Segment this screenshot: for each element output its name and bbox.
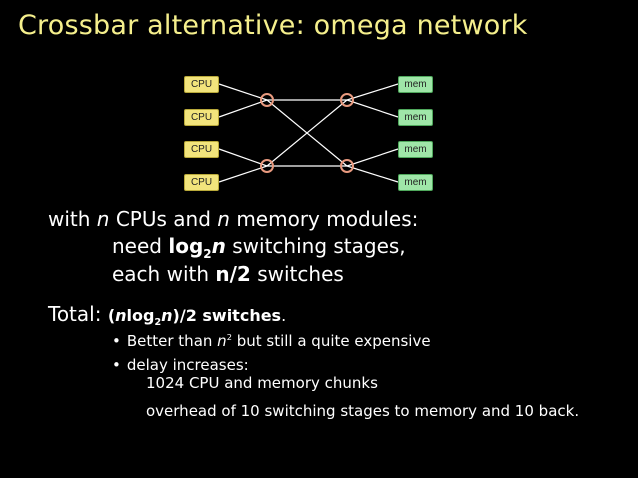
total-line: Total: (nlog2n)/2 switches. [48, 302, 287, 329]
cpu-box-2: CPU [184, 109, 219, 126]
bullet-better-than: •Better than n2 but still a quite expens… [112, 332, 431, 350]
switch-stage1-top [260, 93, 274, 107]
omega-network-diagram: CPU CPU CPU CPU mem mem mem mem [0, 0, 638, 210]
bullet-delay-increases: •delay increases: [112, 356, 249, 374]
switch-stage1-bottom [260, 159, 274, 173]
slide-title: Crossbar alternative: omega network [18, 10, 528, 41]
body-line-switches-per-stage: each with n/2 switches [112, 262, 344, 286]
network-wiring [218, 83, 399, 183]
wire-cpu3-s1b [218, 148, 268, 167]
wire-s2b-mem4 [346, 165, 399, 183]
wire-s1b-s2a [266, 99, 348, 167]
mem-box-3: mem [398, 141, 433, 158]
mem-box-2: mem [398, 109, 433, 126]
wire-s2a-mem2 [346, 99, 399, 118]
body-line-cpus-memory: with n CPUs and n memory modules: [48, 207, 419, 231]
cpu-box-1: CPU [184, 76, 219, 93]
wire-s2b-mem3 [346, 148, 399, 167]
body-line-switching-stages: need log2n switching stages, [112, 234, 406, 261]
sub-point-1024: 1024 CPU and memory chunks [146, 374, 378, 392]
wire-s2a-mem1 [346, 83, 399, 101]
wire-cpu2-s1a [218, 99, 268, 118]
cpu-box-4: CPU [184, 174, 219, 191]
mem-box-1: mem [398, 76, 433, 93]
cpu-box-3: CPU [184, 141, 219, 158]
mem-box-4: mem [398, 174, 433, 191]
switch-stage2-bottom [340, 159, 354, 173]
wire-cpu1-s1a [218, 83, 268, 101]
wire-cpu4-s1b [218, 165, 268, 183]
sub-point-overhead: overhead of 10 switching stages to memor… [146, 402, 580, 420]
switch-stage2-top [340, 93, 354, 107]
